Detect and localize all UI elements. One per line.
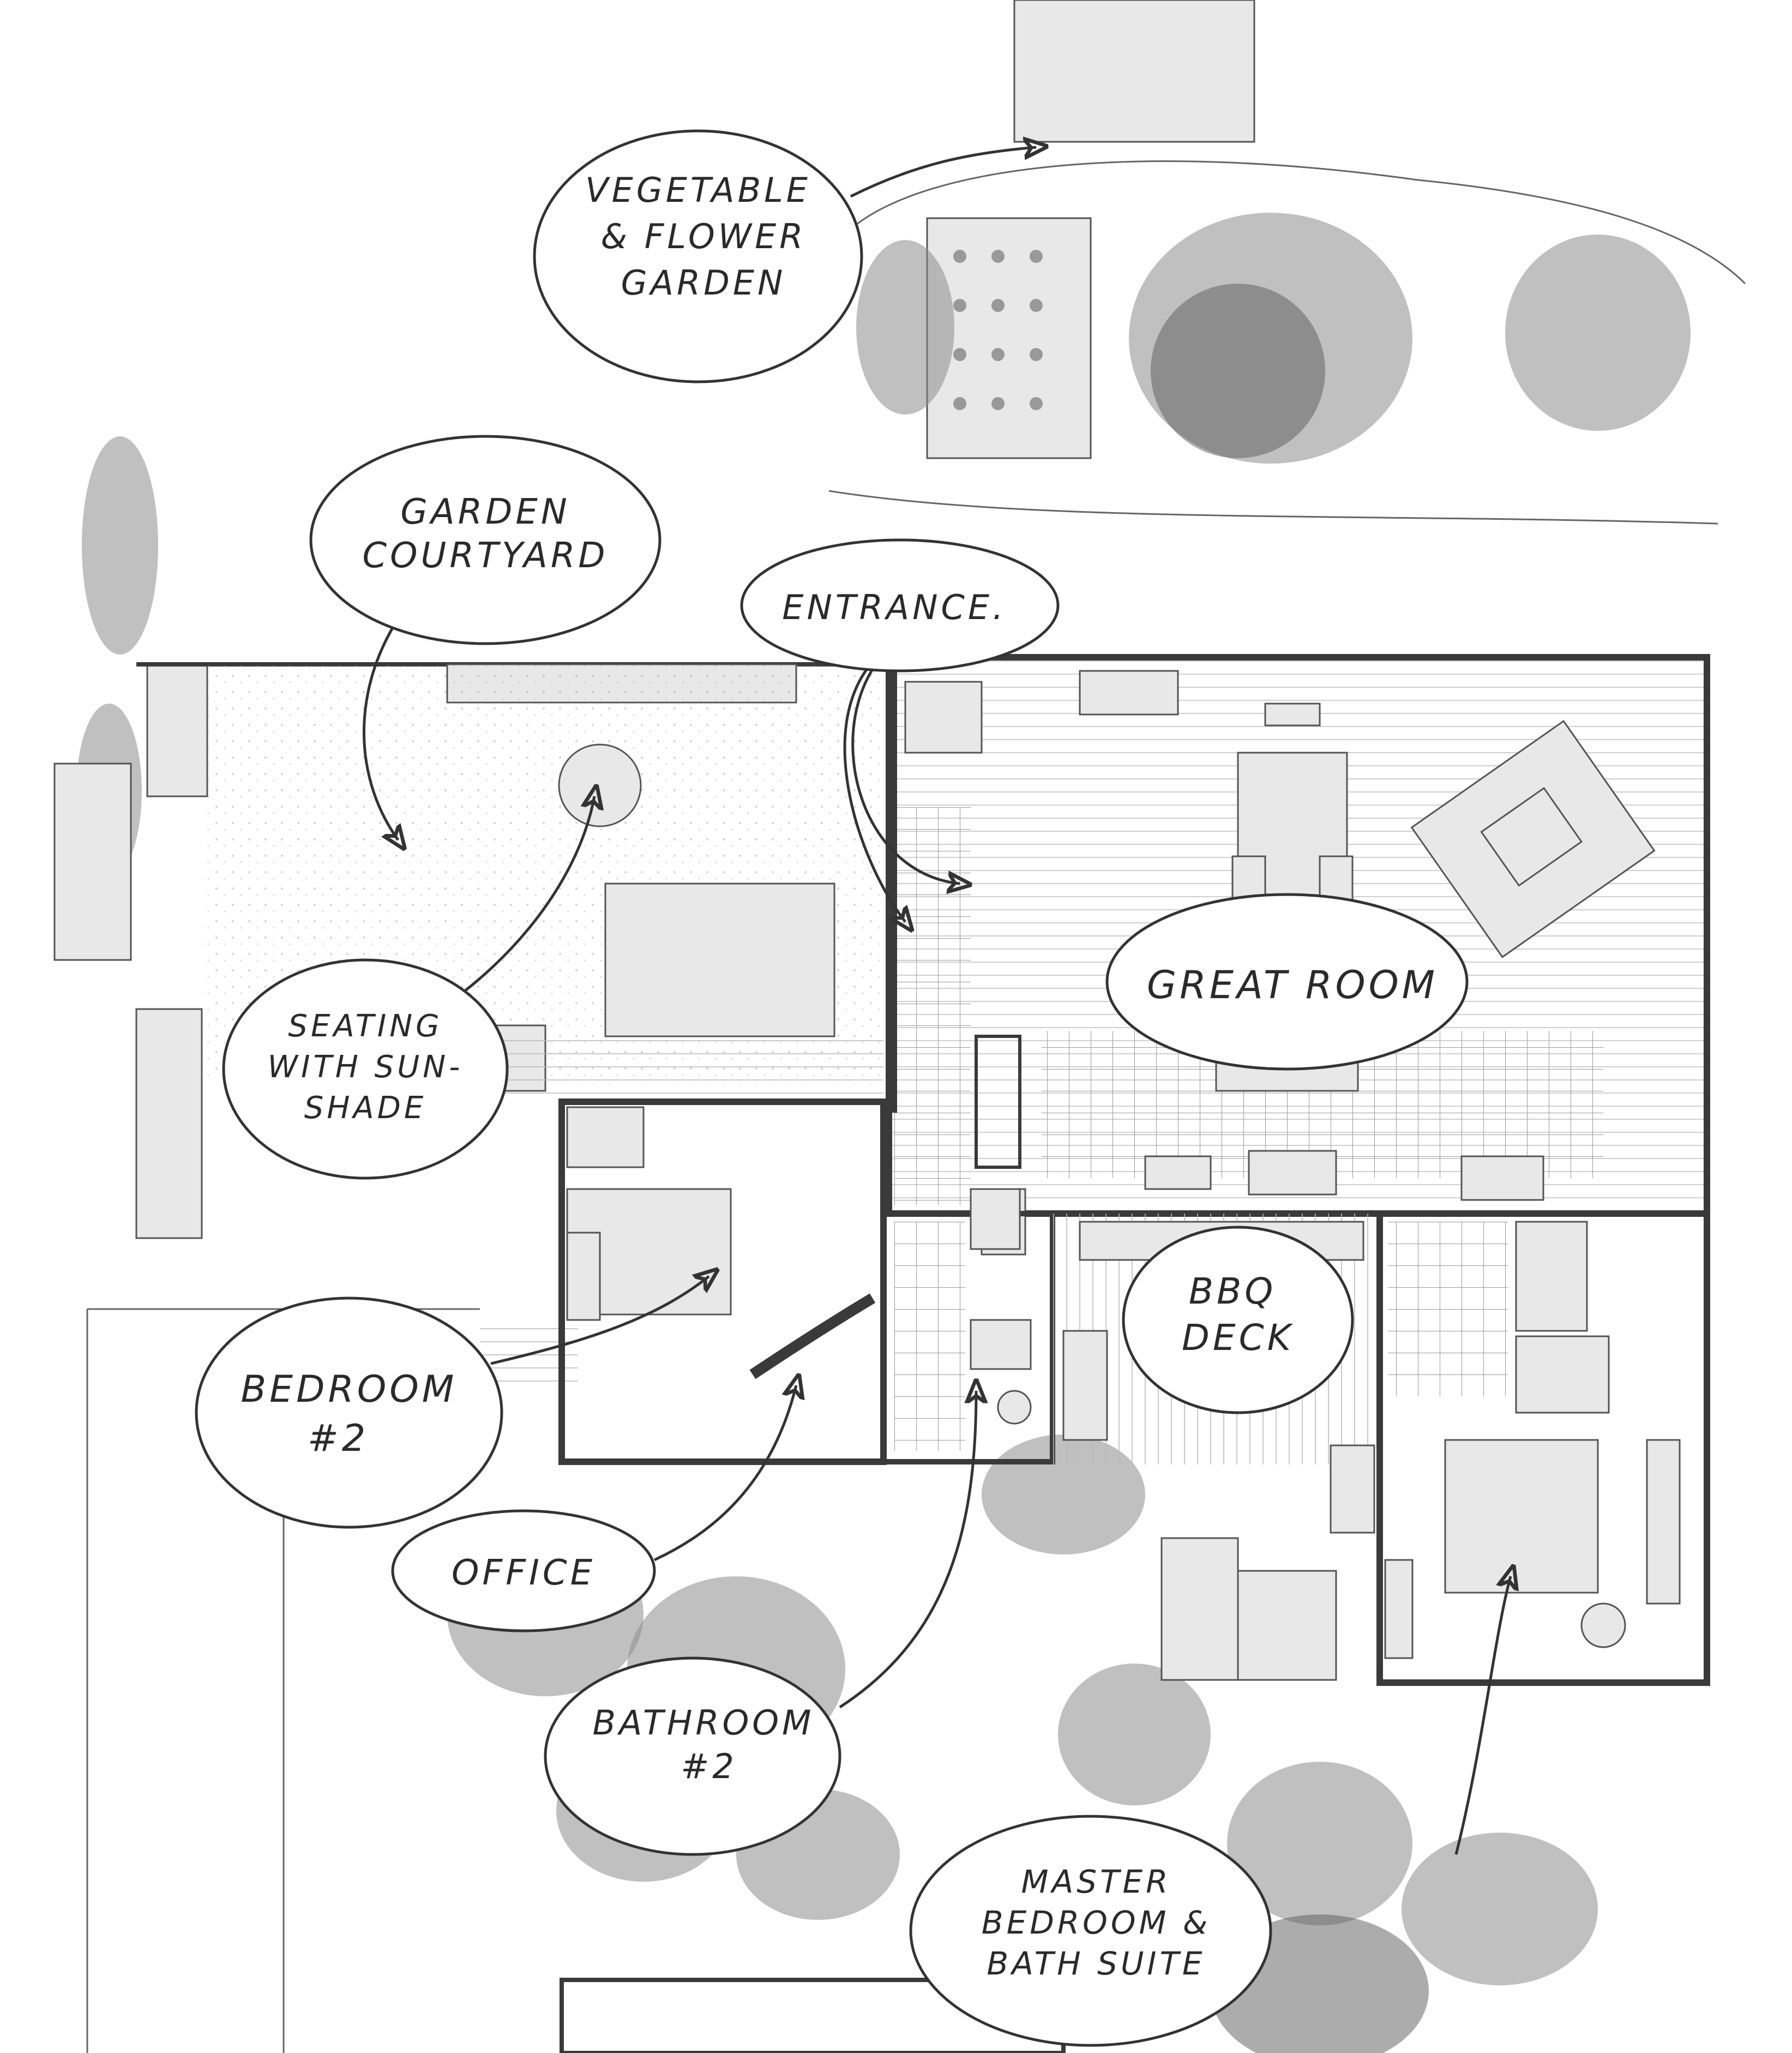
bedroom-2-label-2: #2	[308, 1417, 369, 1460]
bbq-deck-label-2: DECK	[1182, 1317, 1294, 1359]
callout-master-suite: MASTER BEDROOM & BATH SUITE	[909, 1815, 1272, 2047]
callout-bbq-deck: BBQ DECK	[1122, 1226, 1354, 1414]
office-label: OFFICE	[452, 1553, 596, 1593]
master-suite-label-3: BATH SUITE	[987, 1945, 1205, 1982]
callout-bedroom-2: BEDROOM #2	[195, 1296, 503, 1529]
great-room-label: GREAT ROOM	[1147, 963, 1438, 1007]
garden-courtyard-label-2: COURTYARD	[362, 536, 608, 576]
seating-label-1: SEATING	[288, 1009, 442, 1044]
callout-bathroom-2: BATHROOM #2	[544, 1656, 841, 1856]
bedroom-2-label-1: BEDROOM	[241, 1368, 458, 1411]
bathroom-2-label-1: BATHROOM	[592, 1703, 814, 1743]
bathroom-2-label-2: #2	[681, 1746, 737, 1786]
callout-entrance: ENTRANCE.	[740, 538, 1060, 673]
seating-label-2: WITH SUN-	[268, 1049, 464, 1085]
master-suite-label-1: MASTER	[1021, 1863, 1171, 1900]
callout-vegetable-garden: VEGETABLE & FLOWER GARDEN	[533, 129, 863, 383]
entrance-label: ENTRANCE.	[782, 587, 1006, 627]
bbq-deck-label-1: BBQ	[1189, 1270, 1277, 1312]
garden-courtyard-label-1: GARDEN	[400, 492, 570, 532]
seating-label-3: SHADE	[304, 1090, 426, 1126]
bottom-landscape	[447, 1320, 1598, 2053]
master-suite-label-2: BEDROOM &	[982, 1904, 1211, 1941]
vegetable-garden-label-2: & FLOWER	[601, 217, 807, 256]
callout-great-room: GREAT ROOM	[1105, 893, 1469, 1071]
left-landscape	[53, 436, 480, 2053]
vegetable-garden-label-1: VEGETABLE	[585, 170, 811, 210]
callout-office: OFFICE	[391, 1509, 656, 1632]
callout-garden-courtyard: GARDEN COURTYARD	[309, 435, 662, 645]
garden-courtyard-area	[136, 662, 883, 1096]
callout-seating: SEATING WITH SUN- SHADE	[222, 958, 509, 1180]
vegetable-garden-area	[828, 0, 1746, 525]
vegetable-garden-label-3: GARDEN	[621, 263, 786, 303]
